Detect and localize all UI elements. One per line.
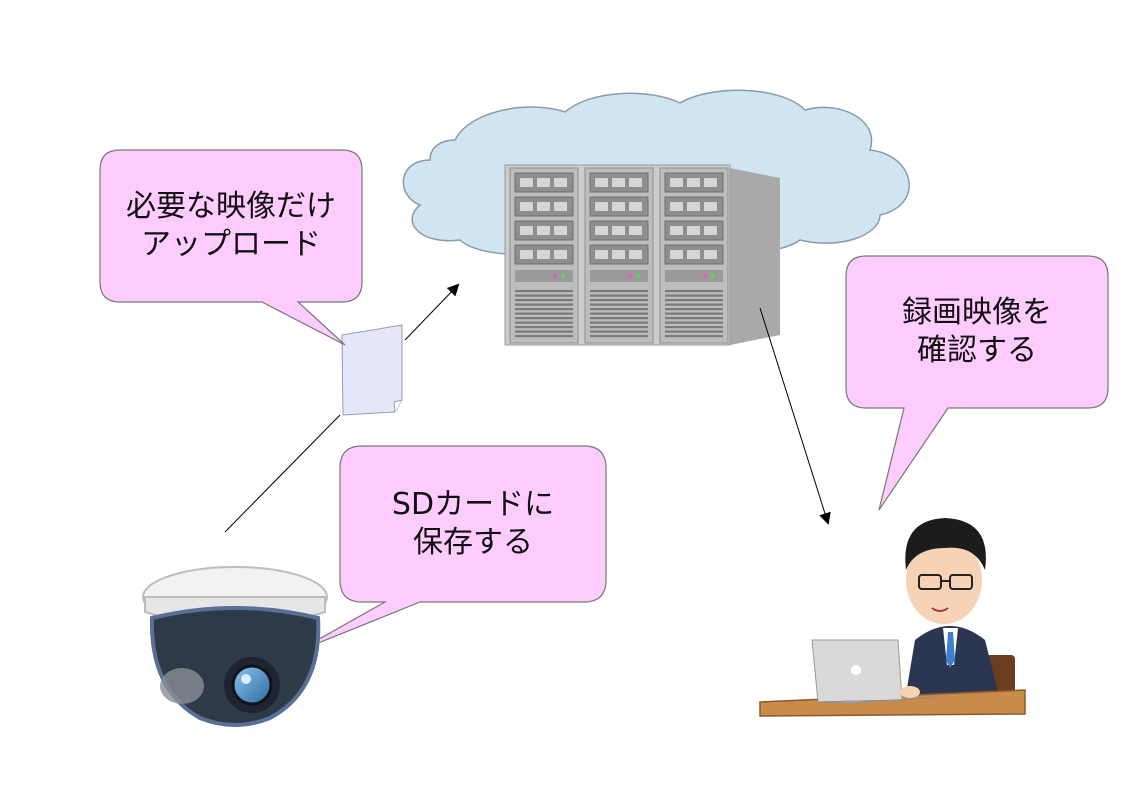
server-vent bbox=[665, 317, 723, 320]
server-drive-slot bbox=[687, 178, 700, 187]
server-drive-slot bbox=[687, 250, 700, 259]
server-drive-slot bbox=[554, 178, 567, 187]
bubble-upload-line1: 必要な映像だけ bbox=[126, 189, 336, 224]
server-drive-slot bbox=[687, 202, 700, 211]
server-led-icon bbox=[710, 273, 716, 279]
server-vent bbox=[665, 312, 723, 315]
server-vent bbox=[665, 330, 723, 333]
server-vent bbox=[590, 312, 648, 315]
server-drive-slot bbox=[554, 226, 567, 235]
cloud-to-user-arrow bbox=[759, 307, 831, 525]
server-vent bbox=[665, 321, 723, 324]
server-vent bbox=[590, 290, 648, 293]
server-drive-slot bbox=[629, 250, 642, 259]
bubble-sdcard-line2: 保存する bbox=[413, 525, 533, 560]
server-vent bbox=[590, 294, 648, 297]
server-drive-slot bbox=[670, 178, 683, 187]
server-vent bbox=[515, 312, 573, 315]
server-vent bbox=[590, 330, 648, 333]
server-drive-slot bbox=[670, 250, 683, 259]
server-drive-slot bbox=[537, 202, 550, 211]
server-drive-slot bbox=[612, 226, 625, 235]
bubble-upload bbox=[99, 149, 363, 346]
server-led-icon bbox=[627, 273, 633, 279]
server-drive-slot bbox=[537, 178, 550, 187]
server-vent bbox=[590, 299, 648, 302]
server-drive-slot bbox=[670, 226, 683, 235]
server-vent bbox=[515, 294, 573, 297]
server-drive-slot bbox=[595, 202, 608, 211]
server-vent bbox=[590, 308, 648, 311]
document-icon bbox=[341, 324, 403, 416]
server-control-panel bbox=[590, 270, 648, 282]
server-vent bbox=[515, 308, 573, 311]
server-led-icon bbox=[552, 273, 558, 279]
bubble-sdcard bbox=[295, 445, 607, 653]
server-drive-slot bbox=[629, 226, 642, 235]
server-drive-slot bbox=[520, 226, 533, 235]
server-vent bbox=[665, 326, 723, 329]
server-led-icon bbox=[560, 273, 566, 279]
server-drive-slot bbox=[595, 250, 608, 259]
server-drive-slot bbox=[612, 178, 625, 187]
server-drive-slot bbox=[704, 250, 717, 259]
server-vent bbox=[590, 326, 648, 329]
server-vent bbox=[665, 290, 723, 293]
document-to-cloud-arrow bbox=[404, 283, 460, 341]
server-drive-slot bbox=[520, 250, 533, 259]
server-drive-slot bbox=[537, 250, 550, 259]
server-drive-slot bbox=[670, 202, 683, 211]
bubble-sdcard-line1: SDカードに bbox=[391, 487, 555, 522]
server-vent bbox=[515, 317, 573, 320]
server-vent bbox=[590, 317, 648, 320]
server-drive-slot bbox=[520, 178, 533, 187]
server-drive-slot bbox=[687, 226, 700, 235]
server-vent bbox=[515, 321, 573, 324]
server-drive-slot bbox=[520, 202, 533, 211]
connectors bbox=[224, 283, 831, 533]
server-vent bbox=[665, 294, 723, 297]
server-drive-slot bbox=[612, 202, 625, 211]
server-drive-slot bbox=[595, 178, 608, 187]
bubble-review-text: 録画映像を 確認する bbox=[846, 256, 1108, 408]
server-led-icon bbox=[702, 273, 708, 279]
server-drive-slot bbox=[704, 226, 717, 235]
server-drive-slot bbox=[612, 250, 625, 259]
server-drive-slot bbox=[629, 202, 642, 211]
server-drive-slot bbox=[554, 202, 567, 211]
server-vent bbox=[590, 335, 648, 338]
server-vent bbox=[515, 303, 573, 306]
server-vent bbox=[665, 299, 723, 302]
server-led-icon bbox=[635, 273, 641, 279]
server-vent bbox=[590, 321, 648, 324]
server-vent bbox=[515, 335, 573, 338]
server-control-panel bbox=[665, 270, 723, 282]
bubble-upload-text: 必要な映像だけ アップロード bbox=[100, 150, 362, 302]
server-vent bbox=[515, 299, 573, 302]
server-drive-slot bbox=[704, 202, 717, 211]
bubble-upload-line2: アップロード bbox=[141, 227, 321, 262]
server-vent bbox=[515, 290, 573, 293]
bubble-review-line1: 録画映像を bbox=[902, 295, 1052, 330]
server-vent bbox=[515, 326, 573, 329]
server-vent bbox=[515, 330, 573, 333]
server-vent bbox=[665, 335, 723, 338]
server-drive-slot bbox=[629, 178, 642, 187]
server-vent bbox=[590, 303, 648, 306]
server-drive-slot bbox=[554, 250, 567, 259]
server-rack-icon bbox=[504, 164, 780, 346]
server-control-panel bbox=[515, 270, 573, 282]
office-worker-laptop-icon bbox=[759, 518, 1026, 717]
server-vent bbox=[665, 303, 723, 306]
bubble-sdcard-text: SDカードに 保存する bbox=[340, 446, 606, 602]
server-drive-slot bbox=[704, 178, 717, 187]
bubble-review-line2: 確認する bbox=[917, 333, 1037, 368]
dome-security-camera-icon bbox=[142, 566, 328, 727]
camera-to-document-line bbox=[224, 414, 341, 533]
server-drive-slot bbox=[595, 226, 608, 235]
bubble-review bbox=[845, 255, 1109, 511]
server-vent bbox=[665, 308, 723, 311]
server-drive-slot bbox=[537, 226, 550, 235]
